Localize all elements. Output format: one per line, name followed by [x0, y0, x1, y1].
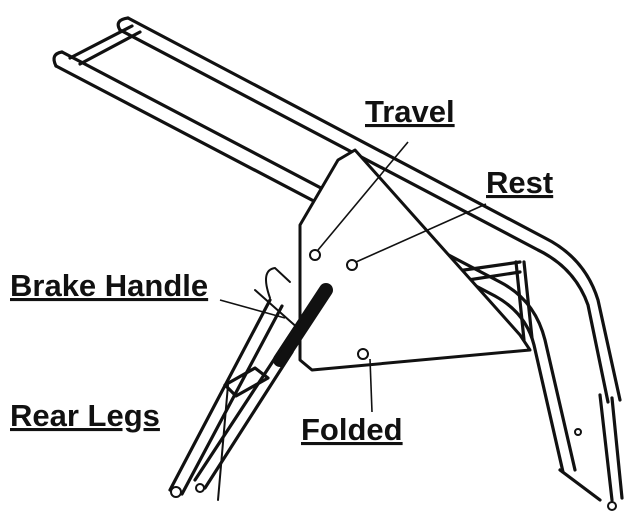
label-rear-legs: Rear Legs	[10, 398, 160, 433]
travel-hole	[309, 249, 321, 261]
rear-legs	[168, 298, 302, 501]
label-folded: Folded	[301, 412, 403, 447]
front-legs	[514, 260, 624, 511]
label-brake-handle: Brake Handle	[10, 268, 208, 303]
leader-lines	[219, 141, 487, 413]
label-travel: Travel	[365, 94, 455, 129]
folded-hole	[357, 348, 369, 360]
rest-hole	[346, 259, 358, 271]
label-rest: Rest	[486, 165, 553, 200]
side-plate	[298, 148, 532, 372]
brake-handle	[254, 266, 333, 367]
